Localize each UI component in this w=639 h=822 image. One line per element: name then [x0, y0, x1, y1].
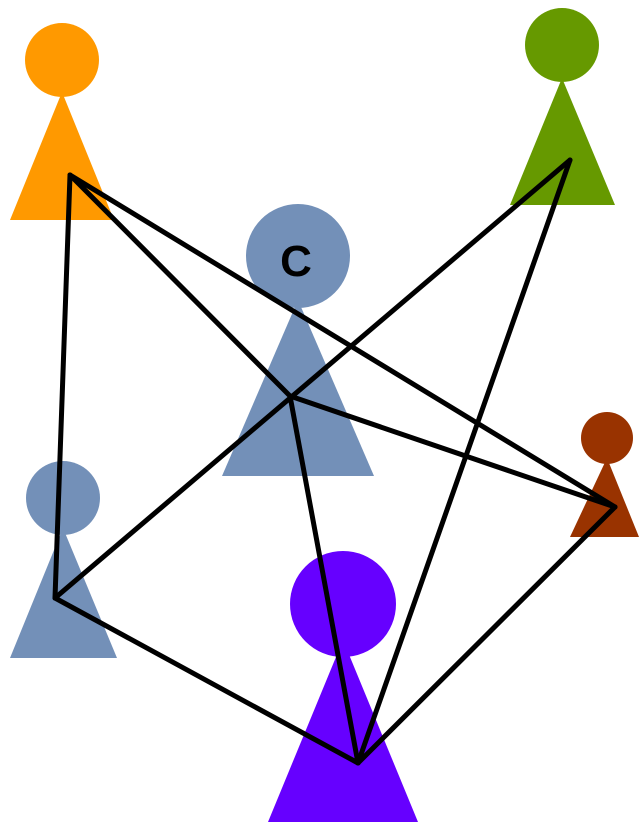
edge-leftblue-violet [52, 595, 361, 766]
edge-green-leftblue [52, 157, 573, 601]
brown-person-body [570, 458, 639, 537]
center-person-label: C [280, 237, 312, 286]
edge-orange-leftblue [52, 172, 73, 601]
left-blue-person-head [26, 461, 100, 535]
violet-person-head [290, 551, 396, 657]
edges [52, 157, 618, 766]
edge-center-violet [287, 393, 361, 766]
orange-person-head [25, 23, 99, 97]
green-person-head [525, 8, 599, 82]
center-person-body [222, 300, 374, 476]
center-person-head [246, 204, 350, 308]
edge-brown-violet [355, 504, 618, 766]
edge-green-violet [355, 157, 573, 766]
green-person [510, 8, 615, 205]
brown-person-head [581, 412, 633, 464]
violet-person [268, 551, 418, 822]
brown-person [570, 412, 639, 537]
edge-orange-center [67, 172, 293, 399]
edge-orange-brown [67, 172, 618, 510]
green-person-body [510, 78, 615, 205]
edge-center-brown [287, 393, 618, 510]
violet-person-body [268, 640, 418, 822]
center-person: C [222, 204, 374, 476]
